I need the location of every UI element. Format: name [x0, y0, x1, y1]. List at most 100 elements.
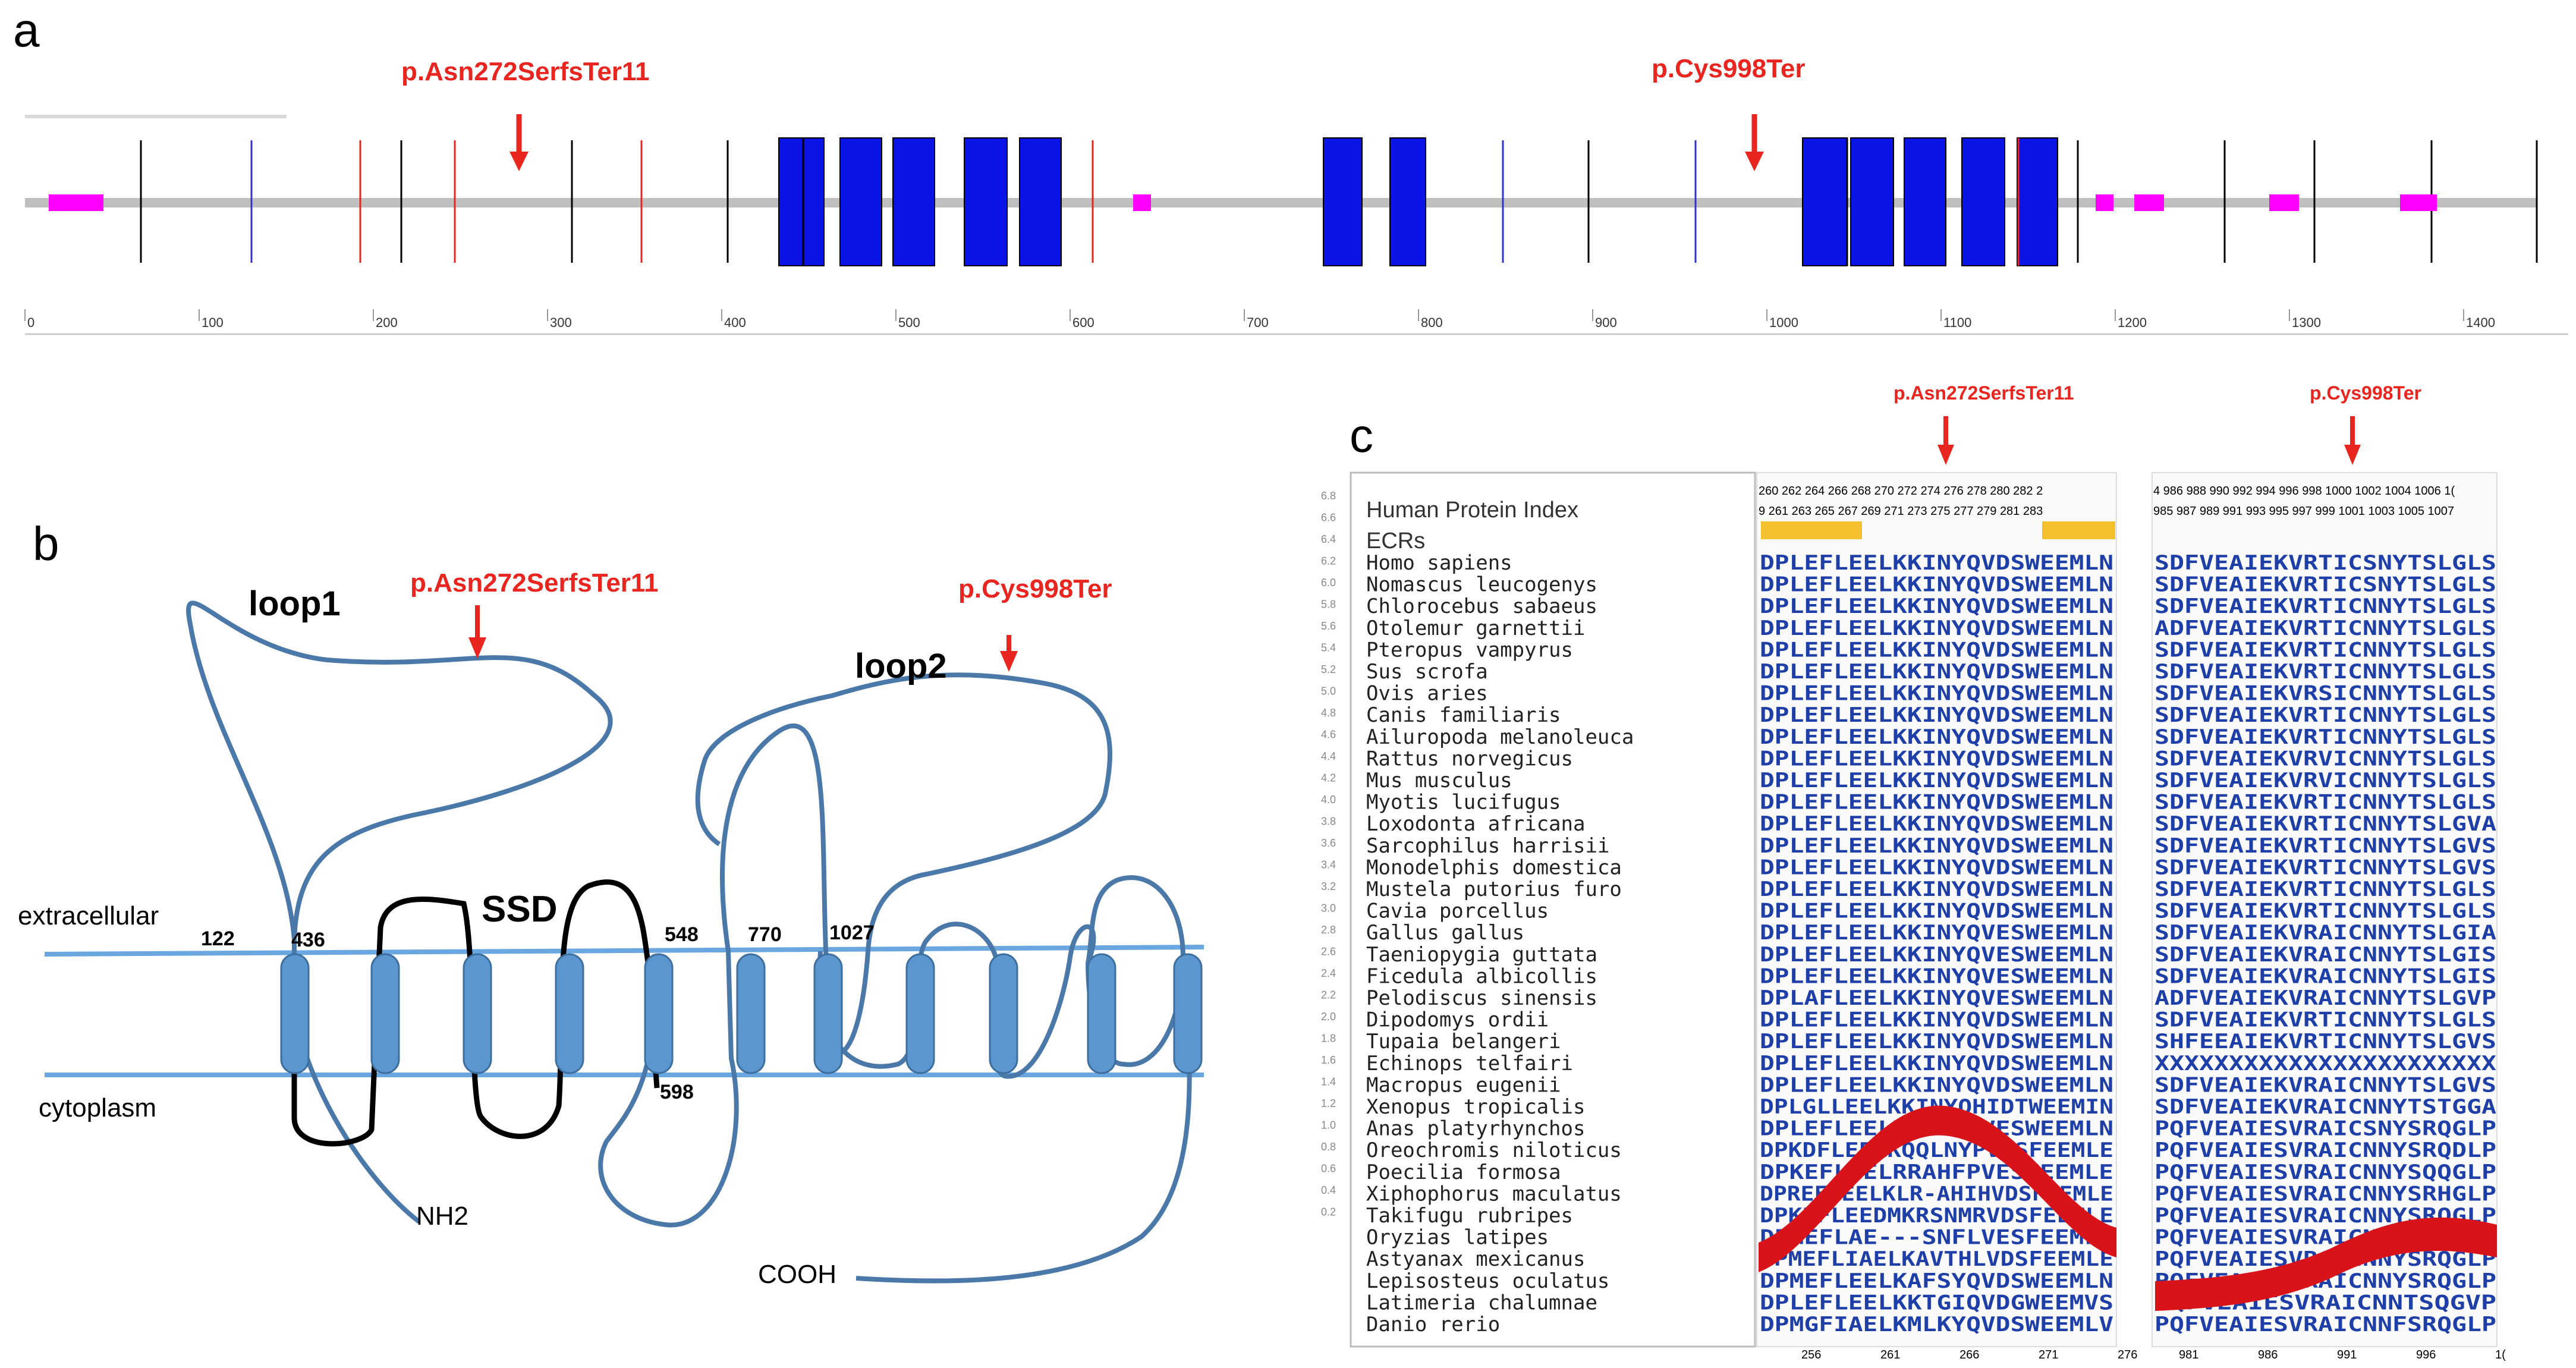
species-name: Danio rerio — [1366, 1313, 1500, 1336]
y-tick-label: 1.4 — [1321, 1076, 1336, 1088]
mutation-label-left-a: p.Asn272SerfsTer11 — [401, 57, 649, 86]
axis-tick-label: 1400 — [2466, 315, 2495, 330]
sequence-row: DPLEFLEELKKINYQVDSWEEMLN — [1760, 1008, 2113, 1032]
sequence-row: DPMEFLAE---SNFLVESFEEMLE — [1760, 1226, 2113, 1250]
bottom-tick-label: 981 — [2179, 1348, 2198, 1361]
species-name: Dipodomys ordii — [1366, 1008, 1549, 1032]
sequence-row: SDFVEAIEKVRAICNNYTSLGIA — [2154, 921, 2496, 945]
conservation-curve — [2155, 1217, 2497, 1311]
alignment-right: 4 986 988 990 992 994 996 998 1000 1002 … — [2152, 472, 2506, 1361]
membrane-outer-line — [44, 945, 1204, 957]
species-name: Myotis lucifugus — [1366, 791, 1561, 814]
species-name: Monodelphis domestica — [1366, 856, 1622, 879]
species-name: Pteropus vampyrus — [1366, 638, 1573, 662]
sequence-row: SDFVEAIEKVRTICNNYTSLGVA — [2154, 812, 2496, 836]
sequence-row: SDFVEAIEKVRTICNNYTSLGLS — [2154, 595, 2496, 618]
species-name: Poecilia formosa — [1366, 1161, 1561, 1184]
sequence-row: PQFVEAIESVRAICNNYSRQDLP — [2154, 1139, 2496, 1162]
residue-598: 598 — [660, 1081, 694, 1103]
arrow-down-icon — [1745, 114, 1764, 171]
bottom-tick-label: 991 — [2337, 1348, 2357, 1361]
y-tick-label: 2.8 — [1321, 924, 1336, 936]
panel-b: b loop1 loop2 SSD e — [18, 517, 1204, 1289]
sequence-row: ADFVEAIEKVRTICNNYTSLGLS — [2154, 617, 2496, 640]
sequence-row: SDFVEAIEKVRAICNNYTSLGIS — [2154, 964, 2496, 988]
axis-tick-label: 300 — [550, 315, 572, 330]
y-tick-label: 4.8 — [1321, 707, 1336, 719]
mutation-label-right-a: p.Cys998Ter — [1652, 54, 1805, 83]
sequence-row: SDFVEAIEKVRSICNNYTSLGLS — [2154, 682, 2496, 706]
sequence-row: SHFEEAIEKVRTICNNYTSLGVS — [2154, 1030, 2496, 1053]
y-tick-label: 6.2 — [1321, 555, 1336, 567]
right-seq-rows: SDFVEAIEKVRTICSNYTSLGLSSDFVEAIEKVRTICSNY… — [2154, 551, 2497, 1336]
y-tick-label: 1.2 — [1321, 1097, 1336, 1109]
bottom-tick-label: 276 — [2118, 1348, 2137, 1361]
y-tick-label: 4.4 — [1321, 750, 1336, 762]
cterm-chain — [817, 875, 1192, 1284]
ecr-bar — [1761, 521, 1862, 539]
bottom-tick-label: 996 — [2416, 1348, 2436, 1361]
sequence-row: DPLEFLEELKKINYQVDSWEEMLN — [1760, 1073, 2113, 1097]
y-tick-label: 3.8 — [1321, 816, 1336, 828]
ssd-label: SSD — [482, 889, 557, 930]
sequence-row: PQFVEAIESVRAICSNYSRQGLP — [2154, 1117, 2496, 1141]
alignment-left: 260 262 264 266 268 270 272 274 276 278 … — [1756, 472, 2137, 1361]
sequence-row: SDFVEAIEKVRTICSNYTSLGLS — [2154, 573, 2496, 597]
sequence-row: SDFVEAIEKVRAICNNYTSTGGA — [2154, 1095, 2496, 1119]
sequence-row: DPLEFLEELKKINYQVDSWEEMLN — [1760, 682, 2113, 706]
sequence-row: SDFVEAIEKVRTICSNYTSLGLS — [2154, 551, 2496, 575]
species-name: Tupaia belangeri — [1366, 1030, 1561, 1053]
sequence-row: SDFVEAIEKVRTICNNYTSLGVS — [2154, 834, 2496, 858]
y-tick-label: 0.6 — [1321, 1163, 1336, 1175]
axis-tick-label: 1000 — [1769, 315, 1798, 330]
sequence-row: DPLEFLEELKKINYQVESWEEMLN — [1760, 943, 2113, 967]
residue-548: 548 — [665, 923, 699, 946]
y-tick-label: 4.2 — [1321, 772, 1336, 784]
magenta-domains — [49, 194, 2437, 211]
species-name: Otolemur garnettii — [1366, 617, 1585, 640]
sequence-row: DPLEFLEELKKINYQVDSWEEMLN — [1760, 878, 2113, 901]
sequence-row: DPLEFLEELKKINYQVDSWEEMLN — [1760, 638, 2113, 662]
sequence-row: DPKDFLEELKQQLNYPVESFEEMLE — [1760, 1139, 2113, 1162]
sequence-row: DPLEFLEELKKINYQVDSWEEMLN — [1760, 551, 2113, 575]
sequence-row: SDFVEAIEKVRTICNNYTSLGLS — [2154, 638, 2496, 662]
species-name: Loxodonta africana — [1366, 812, 1585, 836]
panel-a: a p.Asn272SerfsTer11 p.Cys998Ter — [13, 4, 2568, 335]
y-tick-label: 2.2 — [1321, 989, 1336, 1001]
axis-tick-label: 100 — [202, 315, 224, 330]
species-name: Canis familiaris — [1366, 703, 1561, 727]
mutation-label-right-b: p.Cys998Ter — [958, 574, 1112, 603]
sequence-row: SDFVEAIEKVRAICNNYTSLGVS — [2154, 1073, 2496, 1097]
axis-tick-label: 700 — [1247, 315, 1269, 330]
y-tick-label: 5.2 — [1321, 663, 1336, 675]
sequence-row: SDFVEAIEKVRTICNNYTSLGLS — [2154, 791, 2496, 814]
bottom-tick-label: 256 — [1801, 1348, 1821, 1361]
cytoplasm-label: cytoplasm — [39, 1093, 156, 1122]
species-name: Rattus norvegicus — [1366, 747, 1573, 771]
species-name: Mustela putorius furo — [1366, 878, 1622, 901]
sequence-row: DPLEFLEELKKINYQVDSWEEMLN — [1760, 1030, 2113, 1053]
left-pos-row2: 9 261 263 265 267 269 271 273 275 277 27… — [1759, 505, 2043, 518]
sequence-row: DPLEFLEELKKINYQVDSWEEMLN — [1760, 769, 2113, 793]
sequence-row: DPLEFLEELKKINYQVDSWEEMLN — [1760, 1052, 2113, 1075]
species-name: Nomascus leucogenys — [1366, 573, 1597, 597]
sequence-row: SDFVEAIEKVRTICNNYTSLGLS — [2154, 878, 2496, 901]
species-name: Macropus eugenii — [1366, 1073, 1561, 1097]
bottom-tick-label: 261 — [1880, 1348, 1900, 1361]
loop2-chain — [695, 672, 1112, 1056]
sequence-row: DPLEFLEELKKINYQVDSWEEMLN — [1760, 617, 2113, 640]
arrow-down-icon — [2344, 416, 2361, 465]
loop1-label: loop1 — [249, 584, 341, 623]
species-name: Anas platyrhynchos — [1366, 1117, 1585, 1141]
sequence-row: DPMEFLEELKAFSYQVDSWEEMLN — [1760, 1269, 2113, 1293]
bottom-tick-label: 271 — [2039, 1348, 2058, 1361]
site-lines — [140, 140, 2538, 263]
y-tick-label: 0.8 — [1321, 1141, 1336, 1153]
axis-tick-label: 800 — [1421, 315, 1443, 330]
y-tick-label: 6.0 — [1321, 577, 1336, 589]
extracellular-label: extracellular — [18, 901, 159, 930]
sequence-row: DPKEFLEELRRAHFPVESFEEMLE — [1760, 1161, 2113, 1184]
species-name: Sus scrofa — [1366, 660, 1488, 684]
conservation-curve — [1759, 1105, 2116, 1272]
